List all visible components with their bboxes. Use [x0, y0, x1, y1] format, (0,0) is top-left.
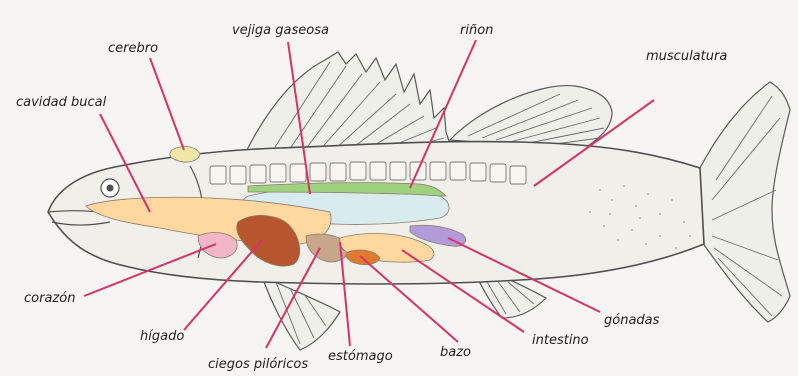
label-bazo: bazo: [440, 345, 471, 360]
label-cerebro: cerebro: [108, 41, 158, 56]
tail-fin: [700, 82, 790, 322]
label-intestino: intestino: [532, 333, 589, 348]
label-estomago: estómago: [328, 349, 393, 364]
label-rinon: riñon: [460, 23, 493, 38]
dorsal-fin-soft: [450, 86, 612, 150]
label-vejiga-gaseosa: vejiga gaseosa: [232, 23, 329, 38]
label-ciegos-piloricos: ciegos pilóricos: [208, 357, 308, 372]
brain: [170, 147, 200, 162]
leader-cerebro: [150, 58, 184, 150]
pelvic-fin: [262, 276, 340, 350]
label-corazon: corazón: [24, 291, 75, 306]
label-cavidad-bucal: cavidad bucal: [16, 95, 107, 110]
eye-pupil: [107, 185, 114, 192]
label-gonadas: gónadas: [604, 313, 660, 328]
label-higado: hígado: [140, 329, 184, 344]
label-musculatura: musculatura: [646, 49, 727, 64]
